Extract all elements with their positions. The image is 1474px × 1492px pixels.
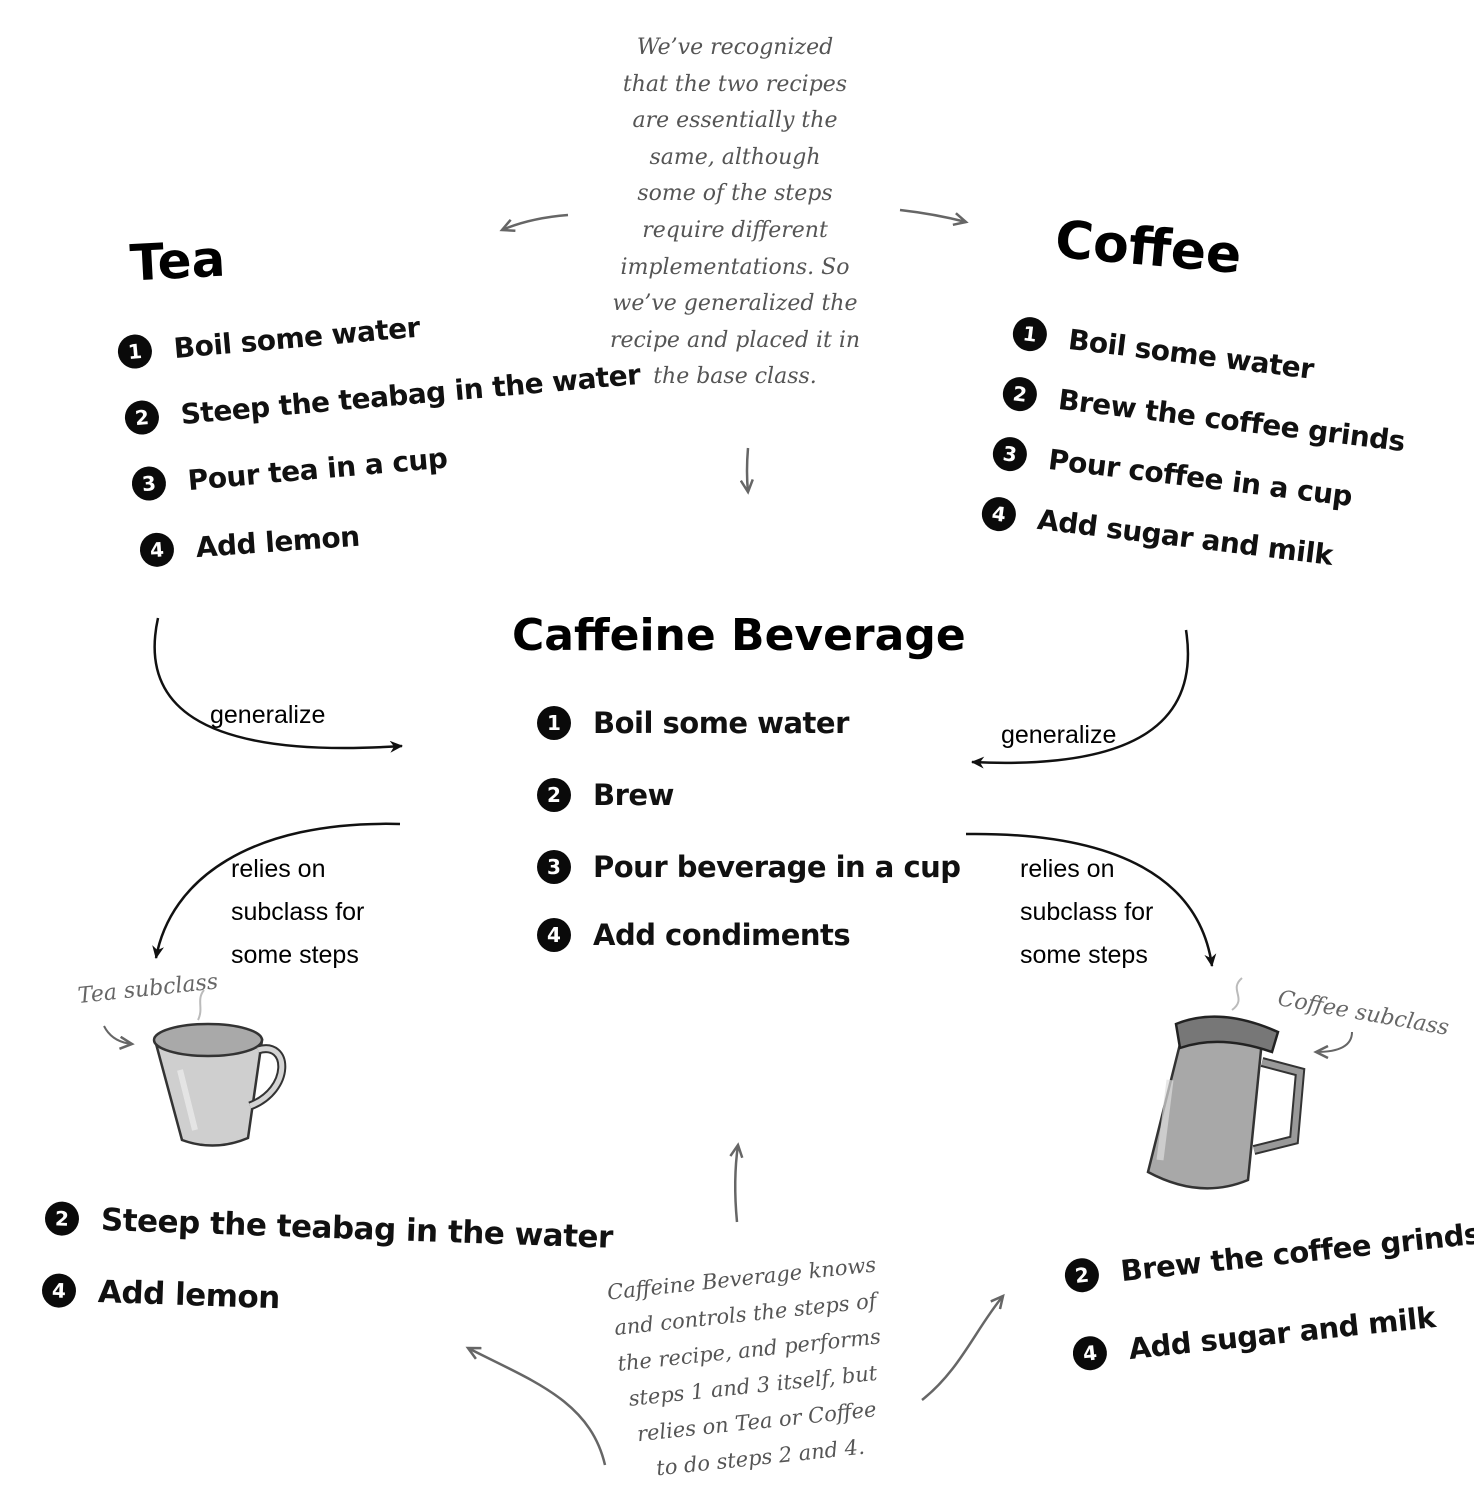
relies-right-label: relies on subclass for some steps: [1020, 848, 1153, 977]
step-number-badge: 4: [537, 918, 571, 952]
step-text: Boil some water: [593, 706, 849, 740]
coffee-mug-illustration: [1146, 977, 1306, 1190]
arrow-to-tea-steps: [468, 1348, 607, 1466]
step-number-badge: 2: [44, 1201, 80, 1237]
arrow-up-to-base: [735, 1145, 738, 1223]
generalize-right-arrow: [971, 629, 1190, 769]
step-number-badge: 1: [116, 333, 154, 370]
step-number-badge: 1: [537, 706, 571, 740]
tea-label-pointer: [103, 1025, 132, 1044]
step-number-badge: 2: [123, 399, 161, 436]
base-step-2: 2 Brew: [537, 778, 674, 812]
step-text: Add lemon: [97, 1273, 281, 1317]
base-step-4: 4 Add condiments: [537, 918, 851, 952]
arrow-to-tea: [502, 213, 569, 230]
base-step-1: 1 Boil some water: [537, 706, 849, 740]
base-step-3: 3 Pour beverage in a cup: [537, 850, 961, 884]
bottom-note: Caffeine Beverage knows and controls the…: [586, 1244, 917, 1491]
label-line: some steps: [231, 941, 359, 969]
label-line: relies on: [231, 855, 326, 883]
arrow-to-base: [747, 447, 748, 492]
generalize-left-label: generalize: [210, 701, 326, 729]
relies-left-label: relies on subclass for some steps: [231, 848, 364, 977]
relies-right-arrow: [965, 832, 1217, 967]
step-text: Pour beverage in a cup: [593, 850, 961, 884]
note-line: require different: [642, 217, 828, 243]
base-class-title: Caffeine Beverage: [512, 610, 966, 661]
step-number-badge: 2: [1000, 375, 1039, 414]
note-line: are essentially the: [632, 108, 838, 134]
label-line: relies on: [1020, 855, 1115, 883]
step-number-badge: 3: [990, 435, 1029, 474]
step-text: Brew: [593, 778, 674, 812]
label-line: subclass for: [231, 898, 365, 926]
coffee-label-pointer: [1316, 1031, 1353, 1052]
top-note: We’ve recognized that the two recipes ar…: [590, 30, 880, 396]
generalize-left-arrow: [153, 617, 403, 753]
note-line: we’ve generalized the: [612, 291, 858, 317]
step-number-badge: 4: [1071, 1334, 1109, 1372]
note-line: the base class.: [653, 364, 817, 390]
step-number-badge: 4: [979, 495, 1018, 534]
label-line: some steps: [1020, 941, 1148, 969]
note-line: that the two recipes: [622, 71, 848, 97]
label-line: subclass for: [1020, 898, 1154, 926]
step-number-badge: 4: [41, 1273, 77, 1309]
step-number-badge: 4: [138, 531, 176, 568]
tea-mug-illustration: [152, 989, 287, 1147]
step-number-badge: 3: [537, 850, 571, 884]
relies-left-arrow: [152, 822, 401, 959]
step-number-badge: 1: [1010, 315, 1049, 354]
tea-title: Tea: [128, 229, 227, 293]
note-line: implementations. So: [620, 254, 850, 280]
step-number-badge: 2: [1063, 1256, 1101, 1294]
note-line: same, although: [649, 144, 821, 170]
step-text: Add condiments: [593, 918, 851, 952]
note-line: recipe and placed it in: [609, 327, 861, 353]
note-line: We’ve recognized: [636, 35, 834, 60]
note-line: some of the steps: [637, 181, 833, 207]
step-number-badge: 2: [537, 778, 571, 812]
generalize-right-label: generalize: [1001, 721, 1117, 749]
arrow-to-coffee: [899, 208, 966, 222]
arrow-to-coffee-steps: [921, 1296, 1003, 1401]
step-number-badge: 3: [130, 465, 168, 502]
